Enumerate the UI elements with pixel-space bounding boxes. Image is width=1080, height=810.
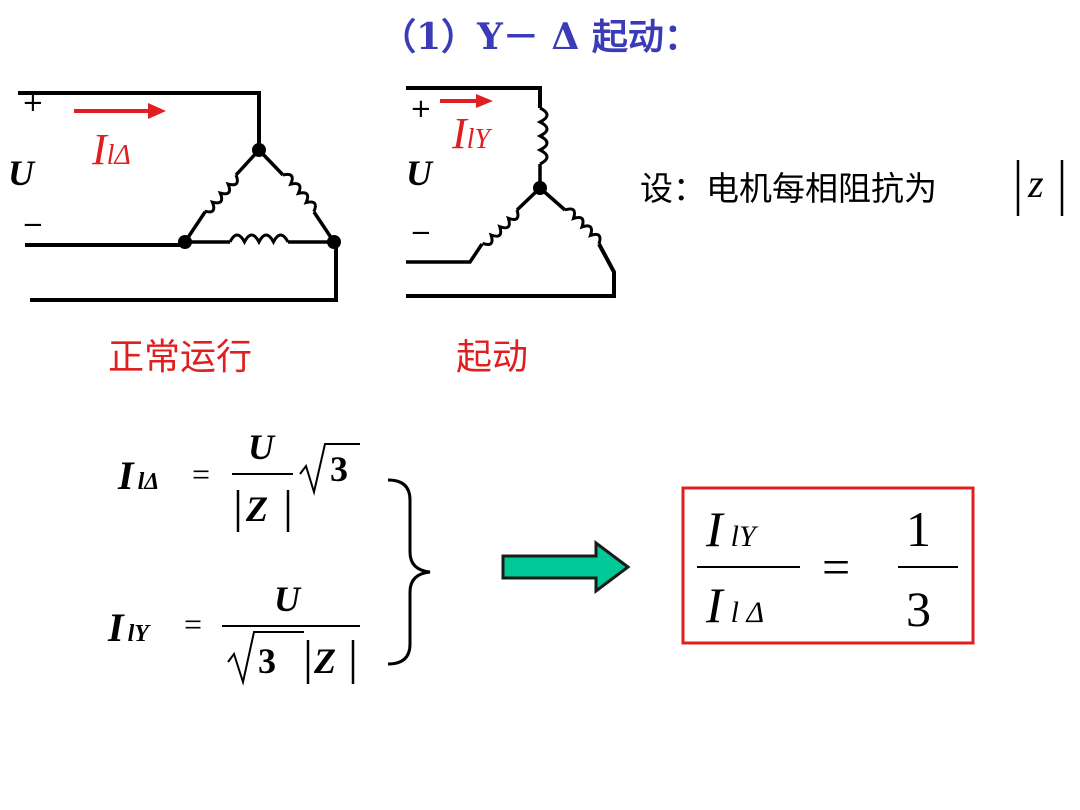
delta-current-arrow bbox=[74, 103, 166, 119]
star-plus-sign: + bbox=[410, 94, 432, 124]
formula1-sqrt bbox=[299, 443, 360, 496]
star-circuit bbox=[406, 86, 616, 298]
delta-node-right bbox=[327, 235, 341, 249]
result-value-numerator: 1 bbox=[906, 501, 931, 557]
star-coil-left bbox=[481, 209, 520, 246]
result-equals: = bbox=[822, 539, 851, 595]
result-box bbox=[681, 486, 975, 645]
brace bbox=[387, 478, 431, 666]
star-coil-right bbox=[564, 207, 602, 245]
star-minus-sign: − bbox=[410, 218, 432, 248]
star-middle-wire bbox=[406, 243, 484, 264]
delta-current-label: IlΔ bbox=[92, 125, 131, 174]
impedance-note: 设：电机每相阻抗为 bbox=[640, 169, 937, 208]
delta-coil-right bbox=[282, 172, 317, 213]
formula1-factor: 3 bbox=[330, 449, 348, 489]
slide-title: （1）Y－ Δ 起动： bbox=[380, 16, 700, 58]
star-top-wire bbox=[406, 86, 542, 108]
impedance-symbol: z bbox=[1028, 161, 1044, 206]
star-current-label: IlY bbox=[452, 109, 491, 158]
formula1-equals: = bbox=[192, 456, 211, 492]
delta-caption: 正常运行 bbox=[108, 337, 253, 378]
star-caption: 起动 bbox=[456, 337, 529, 378]
formula2-sqrt bbox=[227, 631, 304, 686]
delta-bottom-wire bbox=[30, 242, 338, 302]
delta-plus-sign: + bbox=[22, 88, 44, 118]
star-current-arrow bbox=[440, 94, 493, 108]
delta-top-wire bbox=[18, 91, 261, 150]
formula1-numerator: U bbox=[248, 427, 274, 467]
delta-minus-sign: − bbox=[22, 210, 44, 240]
formula2-equals: = bbox=[184, 606, 203, 642]
result-value-denominator: 3 bbox=[906, 581, 931, 637]
delta-node-top bbox=[252, 143, 266, 157]
star-voltage-label: U bbox=[406, 153, 432, 193]
star-node-center bbox=[533, 181, 547, 195]
delta-coil-left bbox=[204, 174, 239, 214]
formula2-denominator: Z bbox=[314, 641, 336, 681]
formula2-numerator: U bbox=[274, 579, 300, 619]
delta-circuit bbox=[18, 91, 341, 302]
delta-voltage-label: U bbox=[8, 153, 34, 193]
star-bottom-wire bbox=[406, 243, 616, 298]
formula1-denominator: Z bbox=[246, 489, 268, 529]
implies-arrow bbox=[501, 540, 631, 594]
star-coil-top bbox=[536, 106, 549, 166]
formula2-root: 3 bbox=[258, 641, 276, 681]
delta-node-left bbox=[178, 235, 192, 249]
delta-coil-bottom bbox=[228, 233, 290, 246]
